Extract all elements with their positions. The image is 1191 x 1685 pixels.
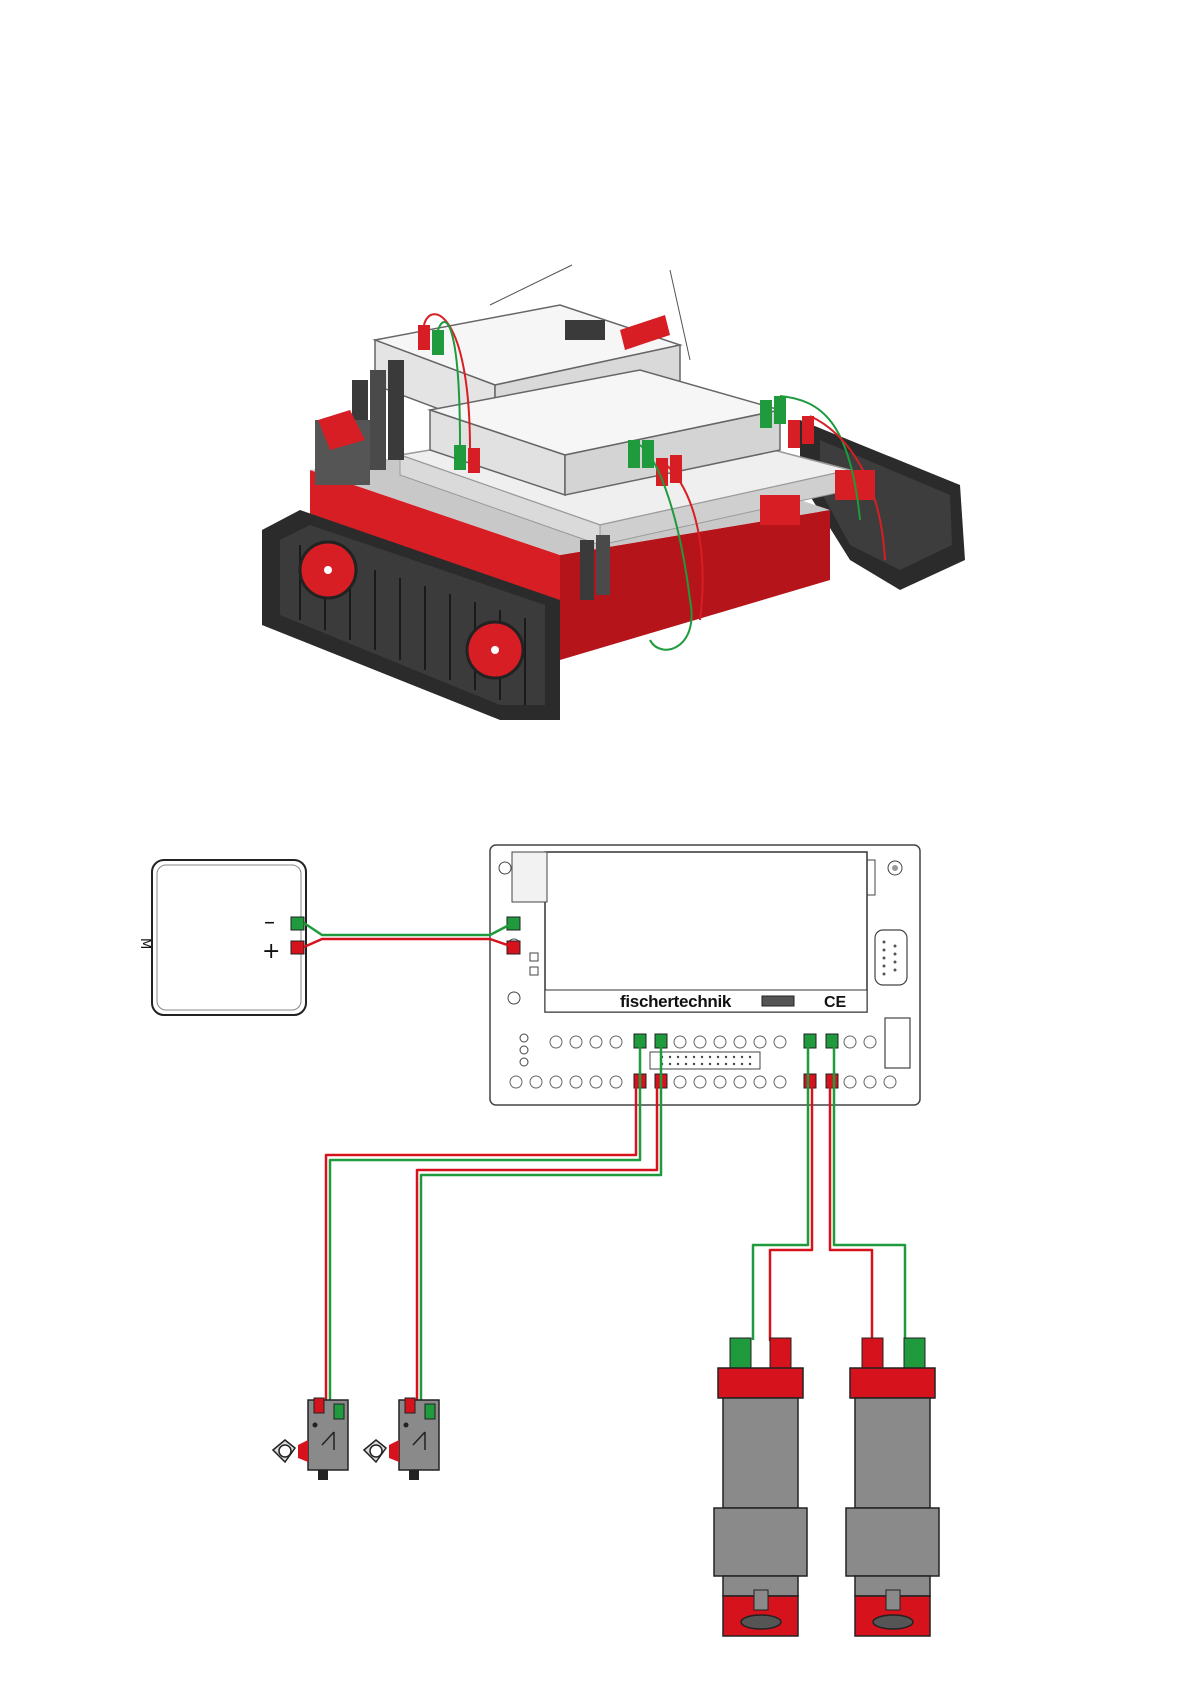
controller-icon: fischertechnik CE bbox=[490, 845, 920, 1105]
switch-2 bbox=[364, 1398, 439, 1480]
motor-icon bbox=[714, 1338, 939, 1636]
battery-minus-socket bbox=[291, 917, 304, 930]
output-socket-red-2 bbox=[826, 1074, 838, 1088]
controller-ce-mark: CE bbox=[824, 994, 847, 1011]
robot-illustration bbox=[262, 265, 965, 781]
output-socket-red-1 bbox=[804, 1074, 816, 1088]
output-socket-green-2 bbox=[826, 1034, 838, 1048]
wire-motor1-red bbox=[770, 1081, 812, 1340]
controller-logo-badge bbox=[762, 996, 794, 1006]
controller-brand: fischertechnik bbox=[620, 992, 732, 1011]
battery-plus-socket bbox=[291, 941, 304, 954]
wire-switch1-red bbox=[320, 1081, 636, 1408]
wire-battery-minus bbox=[304, 923, 513, 935]
switch-icon bbox=[273, 1398, 439, 1480]
wire-switch2-red bbox=[411, 1081, 657, 1408]
output-socket-green-1 bbox=[804, 1034, 816, 1048]
battery-minus-label: – bbox=[264, 910, 275, 935]
controller-power-plus-socket bbox=[507, 941, 520, 954]
battery-icon: M – + bbox=[137, 860, 306, 1015]
motor-1 bbox=[714, 1338, 807, 1636]
switch-1 bbox=[273, 1398, 348, 1480]
wire-motor2-red bbox=[830, 1081, 872, 1340]
battery-plus-label: + bbox=[262, 939, 280, 964]
wire-battery-plus bbox=[304, 939, 513, 947]
motor-2 bbox=[846, 1338, 939, 1636]
battery-label: M bbox=[137, 938, 152, 949]
controller-power-minus-socket bbox=[507, 917, 520, 930]
controller-ribbon-connector bbox=[650, 1052, 760, 1069]
